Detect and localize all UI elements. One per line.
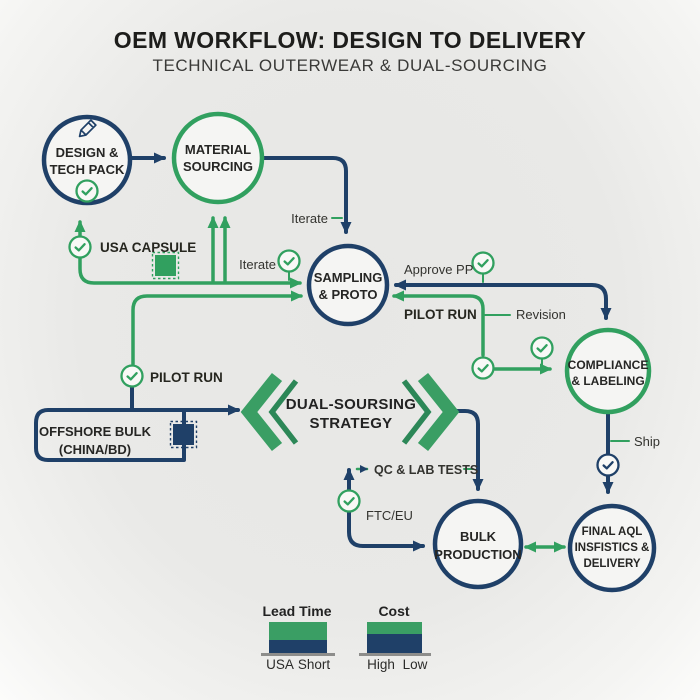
revision-label: Revision [516, 307, 566, 322]
check-icon-revision [471, 356, 495, 380]
legend-low-label: Low [403, 657, 428, 672]
check-icon-pre-compliance [530, 336, 554, 360]
legend-cost-green-bar [367, 622, 422, 634]
sampling-label-line2: & PROTO [319, 287, 378, 302]
legend-cost-title: Cost [378, 603, 409, 619]
bulk-label-line1: BULK [460, 529, 497, 544]
approve-pp-label: Approve PP [404, 262, 473, 277]
node-design-tech-pack [41, 114, 133, 206]
chevron-right-thin-icon [401, 379, 432, 445]
check-icon-design [75, 179, 99, 203]
ship-label: Ship [634, 434, 660, 449]
node-sampling-proto [306, 243, 390, 327]
fabric-swatch-green-icon [151, 251, 180, 280]
design-label-line1: DESIGN & [56, 145, 119, 160]
node-final-aql-delivery [567, 503, 657, 593]
chevron-left-thick-icon [240, 372, 283, 452]
offshore-box-and-arrow [34, 404, 240, 462]
iterate-left-label: Iterate [239, 257, 276, 272]
legend-high-label: High [367, 657, 395, 672]
final-label-line3: DELIVERY [583, 558, 640, 570]
offshore-label-line2: (CHINA/BD) [59, 442, 131, 457]
compliance-label-line1: COMPLIANCE [568, 358, 649, 372]
legend-cost-navy-bar [367, 634, 422, 653]
check-icon-ship [596, 453, 620, 477]
legend-cost: Cost High Low [359, 603, 431, 672]
legend-lead-time-navy-bar [269, 640, 327, 653]
fabric-swatch-navy-icon [169, 420, 198, 449]
strategy-label-line2: STRATEGY [310, 415, 393, 432]
legend-lead-time-green-bar [269, 622, 327, 640]
check-icon-pilot-run [120, 364, 144, 388]
usa-capsule-label: USA CAPSULE [100, 240, 196, 255]
check-icon-usa-capsule [68, 235, 92, 259]
node-material-sourcing [171, 111, 265, 205]
arrow-ftc-loop-to-bulk [343, 468, 425, 552]
qc-lab-tests-label: QC & LAB TESTS [374, 463, 478, 477]
bulk-label-line2: PRODUCTION [434, 547, 521, 562]
pilot-run-left-label: PILOT RUN [150, 370, 223, 385]
chevron-left-thin-icon [268, 379, 299, 445]
check-icon-iterate-left [277, 249, 301, 273]
node-compliance-labeling [564, 327, 652, 415]
legend-short-label: Short [298, 657, 331, 672]
page-title: OEM WORKFLOW: DESIGN TO DELIVERY [114, 27, 586, 53]
legend-lead-time: Lead Time USA Short [261, 603, 335, 672]
page-subtitle: TECHNICAL OUTERWEAR & DUAL-SOURCING [152, 56, 547, 75]
pencil-icon [78, 119, 97, 138]
chevron-right-thick-icon [417, 372, 460, 452]
compliance-label-line2: & LABELING [571, 374, 644, 388]
strategy-label-line1: DUAL-SOURSING [286, 396, 417, 413]
sampling-label-line1: SAMPLING [314, 270, 383, 285]
arrow-strategy-to-bulk [450, 409, 484, 491]
final-label-line2: INSFISTICS & [575, 542, 650, 554]
legend-lead-time-title: Lead Time [263, 603, 332, 619]
final-label-line1: FINAL AQL [582, 526, 643, 538]
check-icon-approve-pp [471, 251, 495, 275]
ftc-eu-label: FTC/EU [366, 508, 413, 523]
arrow-pilot-run-to-sampling [131, 290, 303, 366]
material-label-line1: MATERIAL [185, 142, 251, 157]
offshore-label-line1: OFFSHORE BULK [39, 424, 152, 439]
arrow-revision-return-to-sampling [392, 290, 485, 357]
arrow-usa-capsule-loop [74, 220, 302, 289]
material-label-line2: SOURCING [183, 159, 253, 174]
arrow-sampling-compliance-approve-pp [394, 279, 612, 320]
design-label-line2: TECH PACK [50, 162, 125, 177]
iterate-top-label: Iterate [291, 211, 328, 226]
pilot-run-right-label: PILOT RUN [404, 307, 477, 322]
check-icon-ftc-eu [337, 489, 361, 513]
node-bulk-production [432, 498, 524, 590]
legend-usa-label: USA [266, 657, 294, 672]
arrow-material-to-sampling-iterate [261, 156, 352, 234]
